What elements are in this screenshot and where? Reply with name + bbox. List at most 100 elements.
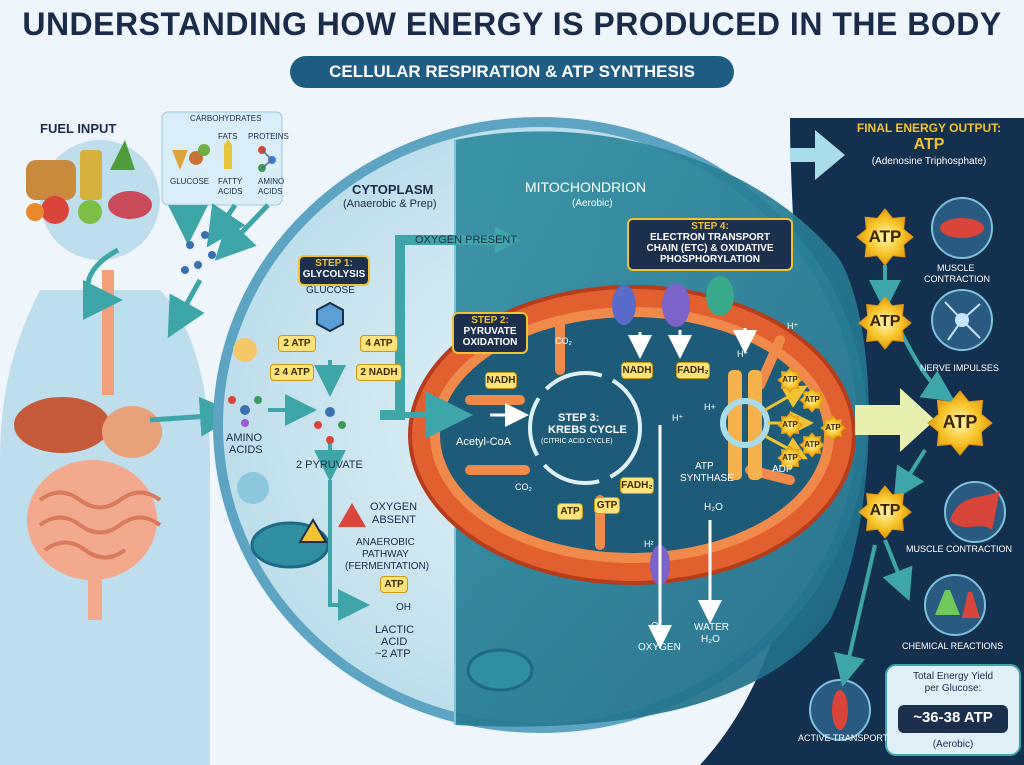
vesicle-icon-2 [237,472,269,504]
output-heading-1: FINAL ENERGY OUTPUT: [840,122,1018,135]
step1-label: STEP 1: [300,258,368,269]
step3-name: KREBS CYCLE [548,425,627,437]
hplus-label-4: H⁺ [672,414,683,423]
co2-label-2: CO₂ [515,483,532,492]
step1-box: STEP 1: GLYCOLYSIS [298,255,370,286]
atp-synthase-label-1: ATP [695,462,714,473]
cytoplasm-title: CYTOPLASM [352,183,433,197]
anaerobic-label-3: (FERMENTATION) [345,562,429,573]
output-heading-3: (Adenosine Triphosphate) [840,157,1018,168]
oxygen-present-label: OXYGEN PRESENT [415,235,517,247]
oxygen-label: OXYGEN [638,643,681,654]
muscle-contraction-label-2: CONTRACTION [924,275,990,284]
step2-label: STEP 2: [454,315,526,326]
water-label-1: WATER [694,623,729,634]
step4-name-2: CHAIN (ETC) & OXIDATIVE [629,243,791,254]
atp-star-label-8: ATP [800,440,824,449]
adp-label: ADP [772,465,793,476]
amino-acids-label-2: ACIDS [229,445,263,457]
hplus-label-2: H⁺ [737,350,748,359]
step1-name: GLYCOLYSIS [300,269,368,280]
fatty-acids-label-2: ACIDS [218,188,242,196]
fuel-input-label: FUEL INPUT [40,122,116,136]
atp-star-label-1: ATP [857,227,913,247]
output-heading-2: ATP [840,137,1018,154]
atp-invest-pill: 2 ATP [278,335,316,352]
co2-label-1: CO₂ [555,337,572,346]
atp-star-label-5: ATP [778,375,802,384]
nadh-yield-pill: 2 NADH [356,364,402,381]
step2-name-2: OXIDATION [454,337,526,348]
hplus-label-3: H+ [704,403,716,412]
step4-label: STEP 4: [629,221,791,232]
fats-icon [224,139,232,169]
step4-box: STEP 4: ELECTRON TRANSPORT CHAIN (ETC) &… [627,218,793,271]
oxygen-absent-label-2: ABSENT [372,515,416,527]
molecule-cluster-icon [181,231,216,274]
proteins-label: PROTEINS [248,133,289,141]
oh-label: OH [396,603,411,614]
h2o-label-1: H₂O [704,503,723,514]
active-transport-label: ACTIVE TRANSPORT [798,734,888,743]
krebs-atp-pill: ATP [557,503,583,520]
chemical-reactions-label: CHEMICAL REACTIONS [902,642,1003,651]
atp-synthase-label-2: SYNTHASE [680,474,734,485]
atp-star-label-3: ATP [928,412,992,433]
fatty-acids-label-1: FATTY [218,178,242,186]
total-yield-note: (Aerobic) [886,740,1020,751]
step2-box: STEP 2: PYRUVATE OXIDATION [452,312,528,354]
nadh-pill-1: NADH [485,372,517,389]
water-label-2: H₂O [701,635,720,646]
gtp-pill: GTP [594,497,620,514]
atp-star-label-10: ATP [821,423,845,432]
anaerobic-label-2: PATHWAY [362,550,409,561]
acetyl-coa-label: Acetyl-CoA [456,437,511,449]
atp-star-label-2: ATP [859,313,911,331]
nerve-impulses-label: NERVE IMPULSES [920,364,999,373]
mito-title: MITOCHONDRION [525,180,646,195]
vesicle-icon [233,338,257,362]
nadh-pill-2: NADH [621,362,653,379]
mito-subtitle: (Aerobic) [572,199,613,210]
step3-subname: (CITRIC ACID CYCLE) [541,438,613,445]
lactic-label-2: ACID [381,637,407,649]
transport-channel-icon [832,690,848,730]
glucose-molecule-icon [317,303,343,331]
atp-star-label-4: ATP [859,502,911,520]
fadh2-pill-1: FADH₂ [676,362,710,379]
step3-label: STEP 3: [558,413,599,425]
page-title: UNDERSTANDING HOW ENERGY IS PRODUCED IN … [0,6,1024,43]
anaerobic-atp-pill: ATP [380,576,408,593]
page-subtitle: CELLULAR RESPIRATION & ATP SYNTHESIS [290,56,734,88]
pyruvate-label: 2 PYRUVATE [296,460,363,472]
cytoplasm-subtitle: (Anaerobic & Prep) [343,199,437,211]
body-silhouette [0,140,210,765]
muscle-contraction-2-label: MUSCLE CONTRACTION [906,545,1012,554]
step2-name: PYRUVATE [454,326,526,337]
atp-star-label-6: ATP [800,395,824,404]
step4-name-1: ELECTRON TRANSPORT [629,232,791,243]
hplus-label-1: H⁺ [787,322,798,331]
amino-acids-label-1: AMINO [226,433,262,445]
glucose-fuel-label: GLUCOSE [170,178,209,186]
atp-invest-pill-2: 2 4 ATP [270,364,314,381]
total-yield-value: ~36-38 ATP [886,710,1020,726]
atp-star-label-7: ATP [778,420,802,429]
muscle-fiber-icon [940,218,984,238]
atp-star-label-9: ATP [778,453,802,462]
fats-label: FATS [218,133,237,141]
total-yield-label-1: Total Energy Yield [886,672,1020,683]
atp-yield-pill: 4 ATP [360,335,398,352]
muscle-contraction-label-1: MUSCLE [937,264,975,273]
h2-label: H² [644,540,654,549]
total-yield-label-2: per Glucose: [886,684,1020,695]
lactic-label-3: ~2 ATP [375,649,411,661]
glucose-label: GLUCOSE [306,286,355,297]
fadh2-pill-2: FADH₂ [620,477,654,494]
amino-acids-fuel-label-1: AMINO [258,178,284,186]
oxygen-absent-label-1: OXYGEN [370,502,417,514]
anaerobic-label-1: ANAEROBIC [356,538,415,549]
o2-label: O₂ [651,622,663,633]
step4-name-3: PHOSPHORYLATION [629,254,791,265]
amino-acids-fuel-label-2: ACIDS [258,188,282,196]
